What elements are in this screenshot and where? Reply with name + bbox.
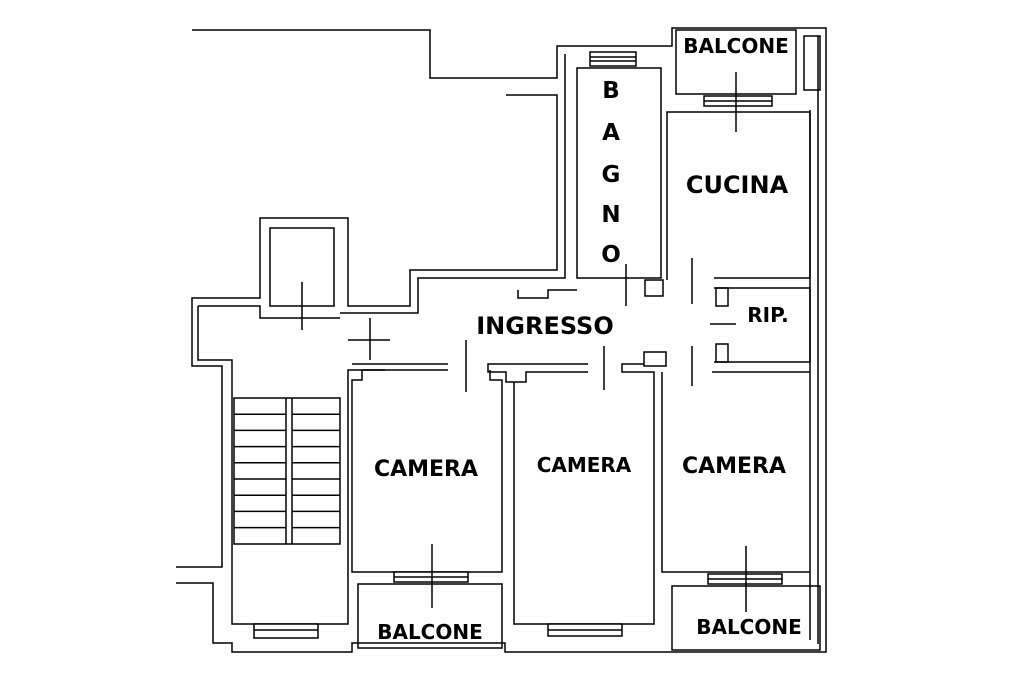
camera-right-room (661, 371, 810, 612)
camera-middle-room (487, 363, 655, 637)
bagno-letter: O (601, 242, 621, 268)
bagno-window (589, 51, 637, 67)
camera-right-label: CAMERA (682, 454, 786, 479)
bagno-letter: G (602, 162, 621, 188)
balcone-top-label: BALCONE (683, 34, 789, 58)
staircase (233, 397, 341, 545)
balcone-top-area (675, 29, 821, 132)
bagno-letter: A (602, 120, 620, 146)
camera-left-label: CAMERA (374, 457, 478, 482)
balcone-bottom-right-area (671, 585, 821, 651)
balcone-bottom-left-area (357, 583, 503, 649)
ingresso-walls (465, 289, 693, 392)
bagno-letter: B (602, 78, 620, 104)
ripostiglio-room (710, 287, 811, 363)
ripostiglio-label: RIP. (747, 303, 788, 327)
cucina-room (644, 111, 811, 304)
camera-left-room (351, 363, 503, 608)
cucina-label: CUCINA (686, 171, 789, 199)
bagno-letter: N (601, 202, 620, 228)
bagno-label: B A G N O (601, 78, 621, 268)
ingresso-label: INGRESSO (476, 312, 613, 340)
bagno-room (576, 51, 662, 306)
stair-window (253, 623, 319, 639)
balcone-bottom-right-label: BALCONE (696, 615, 802, 639)
elevator-shaft (269, 227, 390, 360)
outer-walls (176, 27, 827, 653)
balcone-bottom-left-label: BALCONE (377, 620, 483, 644)
camera-middle-label: CAMERA (537, 453, 632, 477)
